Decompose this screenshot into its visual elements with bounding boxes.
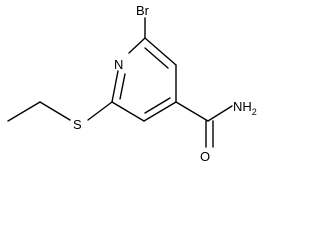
pyridine-ring bbox=[111, 37, 177, 122]
bond-s-ch2 bbox=[39, 101, 71, 121]
bond-c4-camide bbox=[175, 101, 209, 122]
sulfur-label: S bbox=[73, 117, 82, 132]
bond-n1-c6-inner bbox=[119, 73, 126, 100]
nitrogen-label: N bbox=[114, 57, 123, 72]
bond-c5-c4 bbox=[143, 101, 177, 122]
bond-n1-c6 bbox=[111, 70, 119, 103]
amine-label: NH2 bbox=[233, 99, 257, 117]
atom-labels: Br N S O NH2 bbox=[73, 3, 257, 164]
bond-c2-n1 bbox=[128, 37, 146, 54]
amine-subscript: 2 bbox=[252, 107, 257, 117]
bond-c6-c5 bbox=[111, 101, 145, 122]
amine-nh-text: NH bbox=[233, 99, 252, 114]
bond-c5-c4-inner bbox=[144, 97, 171, 114]
bond-ch2-ch3 bbox=[7, 101, 41, 122]
bromine-label: Br bbox=[136, 3, 150, 18]
bond-c3-c2-inner bbox=[144, 47, 169, 69]
molecule-structure: Br N S O NH2 bbox=[7, 3, 257, 164]
oxygen-label: O bbox=[200, 149, 210, 164]
bond-camide-n bbox=[207, 105, 233, 122]
bond-c3-c2 bbox=[144, 37, 177, 66]
substituent-bonds bbox=[7, 17, 233, 148]
bond-c6-s bbox=[87, 101, 113, 121]
